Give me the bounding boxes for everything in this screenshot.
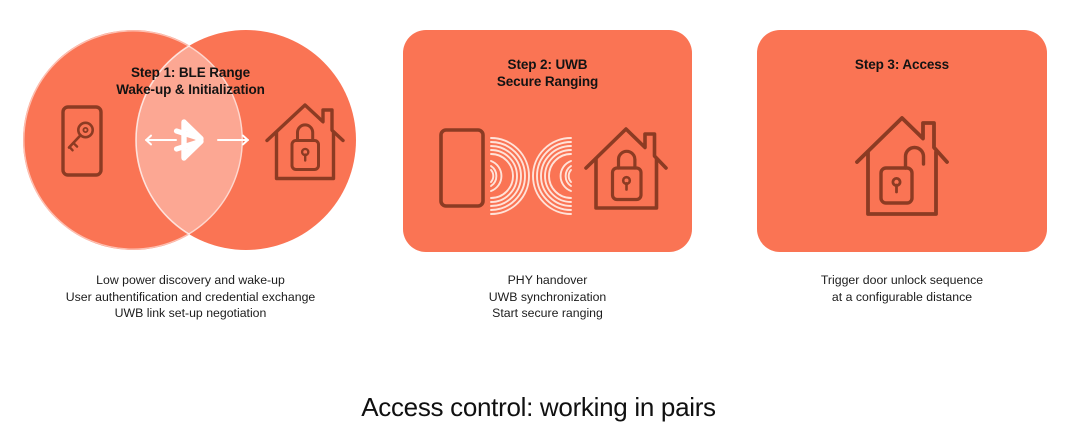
step-2-title: Step 2: UWB Secure Ranging bbox=[496, 57, 599, 89]
step-1-venn-group: Step 1: BLE Range Wake-up & Initializati… bbox=[18, 26, 363, 258]
step-3-card: Step 3: Access bbox=[757, 30, 1047, 252]
step-3-title: Step 3: Access bbox=[854, 57, 950, 72]
bluetooth-icon bbox=[173, 119, 204, 161]
step-2-caption: PHY handover UWB synchronization Start s… bbox=[488, 273, 607, 320]
step-1-caption: Low power discovery and wake-up User aut… bbox=[65, 273, 316, 320]
signal-waves-icon bbox=[490, 137, 530, 215]
step-1-title: Step 1: BLE Range Wake-up & Initializati… bbox=[116, 65, 265, 97]
signal-waves-return-icon bbox=[532, 137, 572, 215]
step-2-card: Step 2: UWB Secure Ranging bbox=[403, 30, 692, 252]
phone-icon bbox=[439, 128, 485, 208]
venn-diagram bbox=[23, 30, 356, 250]
phone-key-icon bbox=[61, 105, 103, 177]
house-locked-icon bbox=[265, 103, 345, 181]
double-arrow-icon bbox=[145, 134, 249, 146]
house-unlocked-icon bbox=[855, 116, 949, 216]
step-3-artwork bbox=[855, 116, 949, 216]
house-locked-icon bbox=[584, 127, 668, 210]
step-2-artwork bbox=[439, 127, 668, 215]
venn-intersection-lens bbox=[135, 30, 243, 250]
page-title: Access control: working in pairs bbox=[361, 392, 716, 422]
step-3-caption: Trigger door unlock sequence at a config… bbox=[820, 273, 984, 304]
